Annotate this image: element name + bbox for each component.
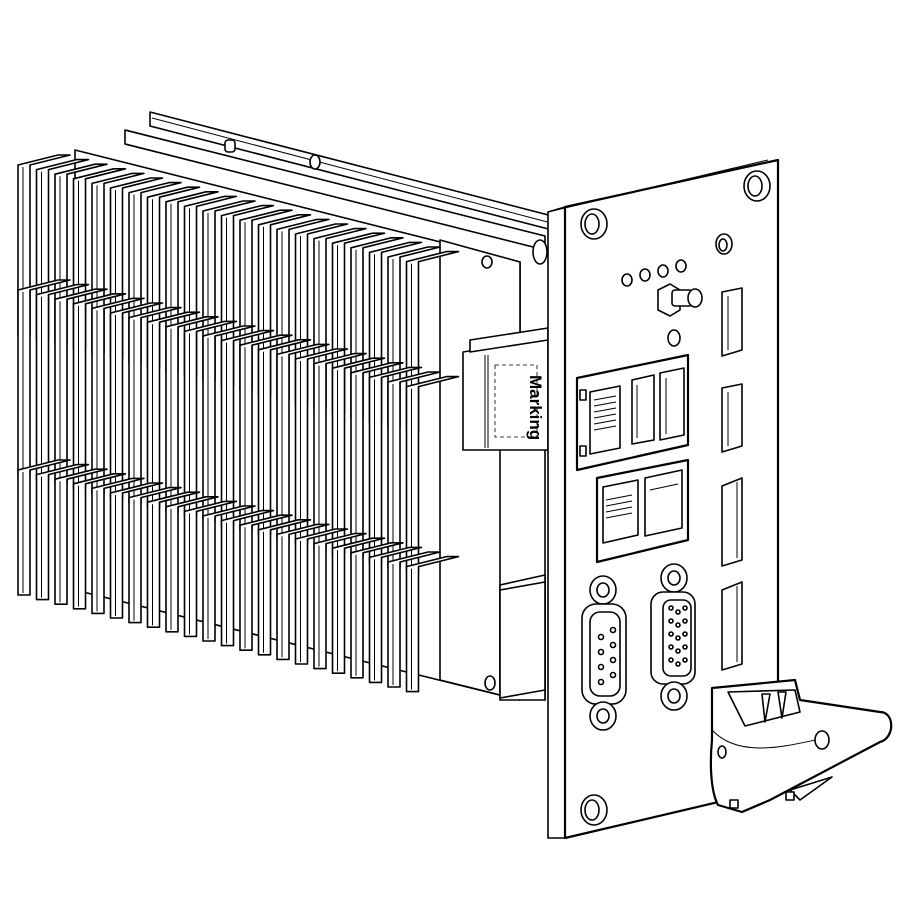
usb-port-1[interactable]: [631, 374, 655, 445]
hdmi-port-1[interactable]: [721, 477, 743, 567]
rj45-port-1[interactable]: [602, 479, 639, 544]
hdmi-port-2[interactable]: [721, 581, 743, 671]
led-4-icon: [675, 259, 687, 273]
displayport-1[interactable]: [721, 287, 743, 357]
screw-bottom-left-icon: [580, 794, 608, 826]
displayport-2[interactable]: [721, 383, 743, 453]
ejector-handle[interactable]: [709, 678, 893, 814]
screw-top-right-icon: [743, 170, 771, 202]
led-2-icon: [639, 268, 651, 282]
rj45-usb-block: [575, 353, 690, 472]
status-leds: [621, 259, 687, 287]
usb-port-2[interactable]: [659, 367, 685, 441]
screw-top-left-icon: [580, 208, 608, 240]
db9-serial-connector[interactable]: [581, 575, 627, 731]
marking-label: Marking: [462, 327, 549, 451]
dual-rj45-ports: [595, 458, 690, 564]
sma-antenna-connector[interactable]: [657, 283, 703, 347]
rj45-port-2[interactable]: [644, 469, 683, 537]
marking-text: Marking: [526, 375, 545, 440]
mounting-screws: [580, 170, 771, 826]
heatsink-fins: [17, 154, 460, 693]
board-top-rail: [124, 111, 561, 265]
vga-db15-connector[interactable]: [650, 563, 696, 711]
led-1-icon: [621, 273, 633, 287]
screw-mid-right-icon: [715, 233, 733, 255]
pcb-side: [481, 255, 546, 701]
led-3-icon: [657, 264, 669, 278]
rj45-port-with-leds[interactable]: [579, 385, 621, 457]
